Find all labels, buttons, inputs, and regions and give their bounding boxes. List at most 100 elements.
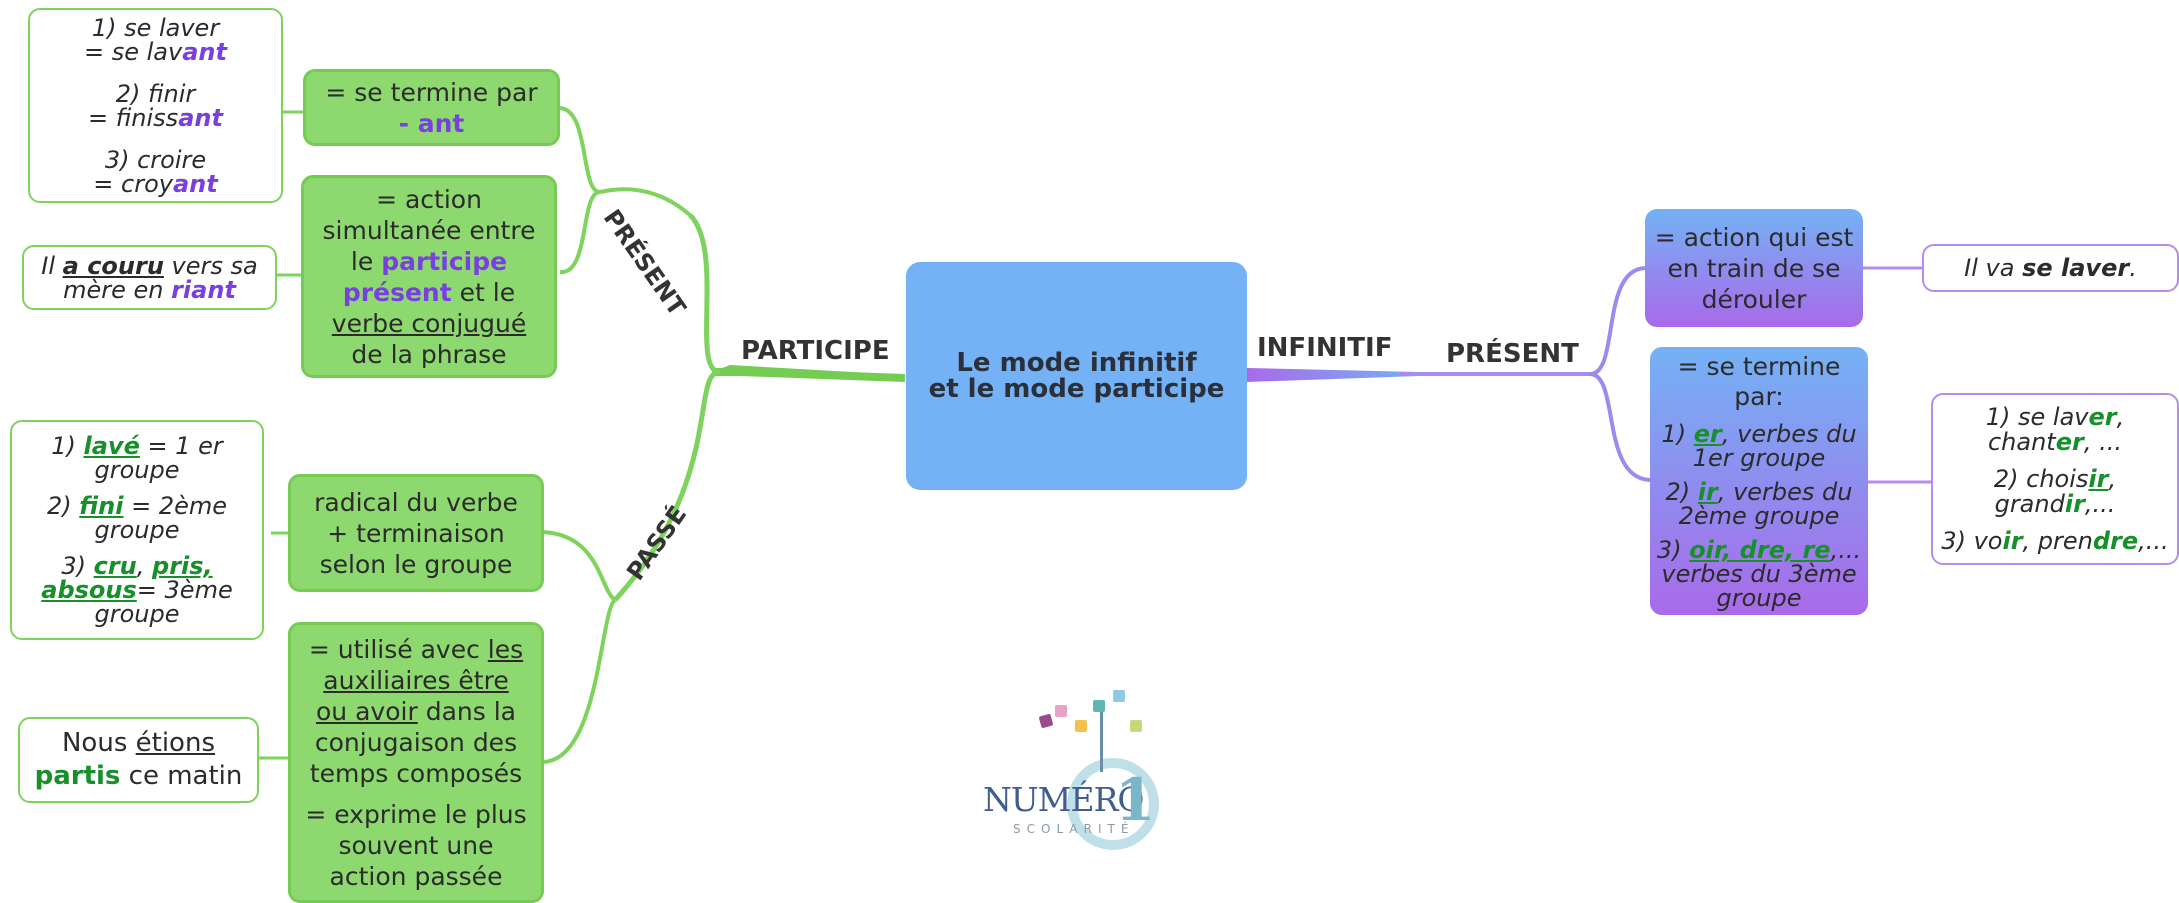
inf-ex2-d: ,... bbox=[2084, 489, 2116, 518]
sentence-mere-en: mère en bbox=[63, 275, 172, 304]
endings-title: = se termine par: bbox=[1677, 352, 1841, 411]
ending-1-pre: 1) bbox=[1661, 420, 1694, 448]
pp-ex2-group: groupe bbox=[94, 516, 180, 544]
example-2-suffix: ant bbox=[178, 103, 223, 132]
link-infinitif bbox=[1247, 368, 1420, 382]
meaning-line1: = action bbox=[376, 184, 482, 214]
passe-sentence-etions: étions bbox=[135, 728, 215, 758]
central-topic-line1: Le mode infinitif bbox=[956, 348, 1197, 378]
present-participle-meaning[interactable]: = action simultanée entre le participe p… bbox=[301, 175, 557, 378]
infinitive-examples[interactable]: 1) se laver, chanter, ... 2) choisir, gr… bbox=[1931, 393, 2179, 565]
inf-sentence-dot: . bbox=[2129, 253, 2137, 282]
inf-ex1-a: 1) se lav bbox=[1985, 402, 2089, 431]
inf-ex2-b: , bbox=[2108, 464, 2117, 493]
passe-sentence-ce-matin: ce matin bbox=[120, 761, 243, 791]
inf-ex1-s2: er bbox=[2055, 427, 2084, 456]
sentence-riant: riant bbox=[171, 275, 236, 304]
pp-ex2-word: fini bbox=[79, 492, 124, 520]
meaning-line2: simultanée entre bbox=[322, 215, 536, 245]
usage-line1: = utilisé avec bbox=[308, 634, 488, 664]
inf-meaning-line3: dérouler bbox=[1701, 284, 1807, 314]
logo-wordmark: NUMÉRO bbox=[983, 780, 1144, 819]
branch-label-present-right: PRÉSENT bbox=[1446, 339, 1579, 369]
pp-ex3-word2: pris, bbox=[152, 552, 213, 580]
example-3-suffix: ant bbox=[172, 169, 218, 198]
example-2-verb: 2) finir bbox=[115, 79, 196, 108]
pp-ex1-group: groupe bbox=[94, 456, 180, 484]
inf-sentence-il-va: Il va bbox=[1964, 253, 2023, 282]
usage-ou-avoir: ou avoir bbox=[316, 696, 418, 726]
pp-ex2-post: = 2ème bbox=[123, 492, 227, 520]
logo-square bbox=[1055, 705, 1067, 717]
example-1-suffix: ant bbox=[182, 37, 227, 66]
logo-figure bbox=[1100, 702, 1117, 772]
inf-ex1-c: chant bbox=[1987, 427, 2056, 456]
present-participle-examples[interactable]: 1) se laver = se lavant 2) finir = finis… bbox=[28, 8, 283, 203]
pp-ex3-pre: 3) bbox=[61, 552, 94, 580]
ending-suffix: - ant bbox=[398, 108, 465, 138]
ending-3-pre: 3) bbox=[1656, 536, 1690, 564]
numero1-scolarite-logo: NUMÉRO 1 SCOLARITÉ bbox=[975, 680, 1190, 860]
usage-line6: = exprime le plus bbox=[305, 799, 527, 829]
ending-3-group: groupe bbox=[1716, 584, 1802, 612]
central-topic[interactable]: Le mode infinitif et le mode participe bbox=[906, 262, 1247, 490]
ending-1-group: 1er groupe bbox=[1692, 444, 1826, 472]
pp-ex1-pre: 1) bbox=[51, 432, 84, 460]
sentence-il: Il bbox=[41, 251, 63, 280]
example-1-form: = se lav bbox=[84, 37, 183, 66]
inf-ex3-a: 3) vo bbox=[1941, 526, 2003, 555]
past-participle-examples[interactable]: 1) lavé = 1 er groupe 2) fini = 2ème gro… bbox=[10, 420, 264, 640]
logo-square bbox=[1038, 713, 1054, 729]
infinitive-meaning[interactable]: = action qui est en train de se dérouler bbox=[1645, 209, 1863, 327]
central-topic-line2: et le mode participe bbox=[928, 374, 1225, 404]
inf-ex2-a: 2) chois bbox=[1993, 464, 2089, 493]
present-participle-sentence[interactable]: Il a couru vers sa mère en riant bbox=[22, 245, 277, 310]
ending-1-post: , verbes du bbox=[1721, 420, 1857, 448]
logo-square bbox=[1093, 700, 1105, 712]
inf-ex2-c: grand bbox=[1994, 489, 2065, 518]
example-2-form: = finiss bbox=[88, 103, 179, 132]
inf-meaning-line2: en train de se bbox=[1667, 253, 1841, 283]
branch-label-participe: PARTICIPE bbox=[741, 336, 890, 366]
logo-square bbox=[1130, 720, 1142, 732]
example-1-verb: 1) se laver bbox=[91, 13, 220, 42]
usage-line5: temps composés bbox=[309, 758, 523, 788]
infinitive-endings[interactable]: = se termine par: 1) er, verbes du 1er g… bbox=[1650, 347, 1868, 615]
inf-ex1-b: , bbox=[2116, 402, 2125, 431]
infinitive-sentence[interactable]: Il va se laver. bbox=[1922, 244, 2179, 292]
meaning-line6: de la phrase bbox=[351, 339, 507, 369]
passe-sentence-nous: Nous bbox=[61, 728, 136, 758]
past-participle-formation[interactable]: radical du verbe + terminaison selon le … bbox=[288, 474, 544, 592]
inf-ex3-c: ,... bbox=[2138, 526, 2169, 555]
pp-ex1-post: = 1 er bbox=[139, 432, 223, 460]
logo-square bbox=[1113, 690, 1125, 702]
inf-ex3-s: ir bbox=[2002, 526, 2023, 555]
branch-label-infinitif: INFINITIF bbox=[1257, 333, 1393, 363]
usage-line4: conjugaison des bbox=[314, 727, 518, 757]
usage-les: les bbox=[487, 634, 524, 664]
meaning-present: présent bbox=[342, 277, 452, 307]
formation-line3: selon le groupe bbox=[319, 549, 513, 579]
meaning-participe: participe bbox=[381, 246, 508, 276]
pp-ex3-word1: cru bbox=[93, 552, 137, 580]
present-participle-ending[interactable]: = se termine par - ant bbox=[303, 69, 560, 146]
inf-ex2-s: ir bbox=[2088, 464, 2109, 493]
past-participle-sentence[interactable]: Nous étions partis ce matin bbox=[18, 717, 259, 803]
ending-2-pre: 2) bbox=[1665, 478, 1698, 506]
sentence-a-couru: a couru bbox=[62, 251, 164, 280]
inf-ex3-b: , pren bbox=[2022, 526, 2093, 555]
example-3-form: = croy bbox=[93, 169, 173, 198]
logo-digit: 1 bbox=[1115, 766, 1156, 834]
ending-1-suffix: er bbox=[1693, 420, 1722, 448]
ending-2-group: 2ème groupe bbox=[1678, 502, 1840, 530]
logo-ring bbox=[1067, 758, 1159, 850]
ending-3-post: ,... bbox=[1830, 536, 1862, 564]
inf-ex2-s2: ir bbox=[2064, 489, 2085, 518]
ending-2-suffix: ir bbox=[1697, 478, 1718, 506]
pp-ex3-group: groupe bbox=[94, 600, 180, 628]
usage-line8: action passée bbox=[329, 861, 503, 891]
logo-tagline: SCOLARITÉ bbox=[1013, 822, 1135, 836]
past-participle-usage[interactable]: = utilisé avec les auxiliaires être ou a… bbox=[288, 622, 544, 903]
inf-ex1-d: , ... bbox=[2083, 427, 2122, 456]
